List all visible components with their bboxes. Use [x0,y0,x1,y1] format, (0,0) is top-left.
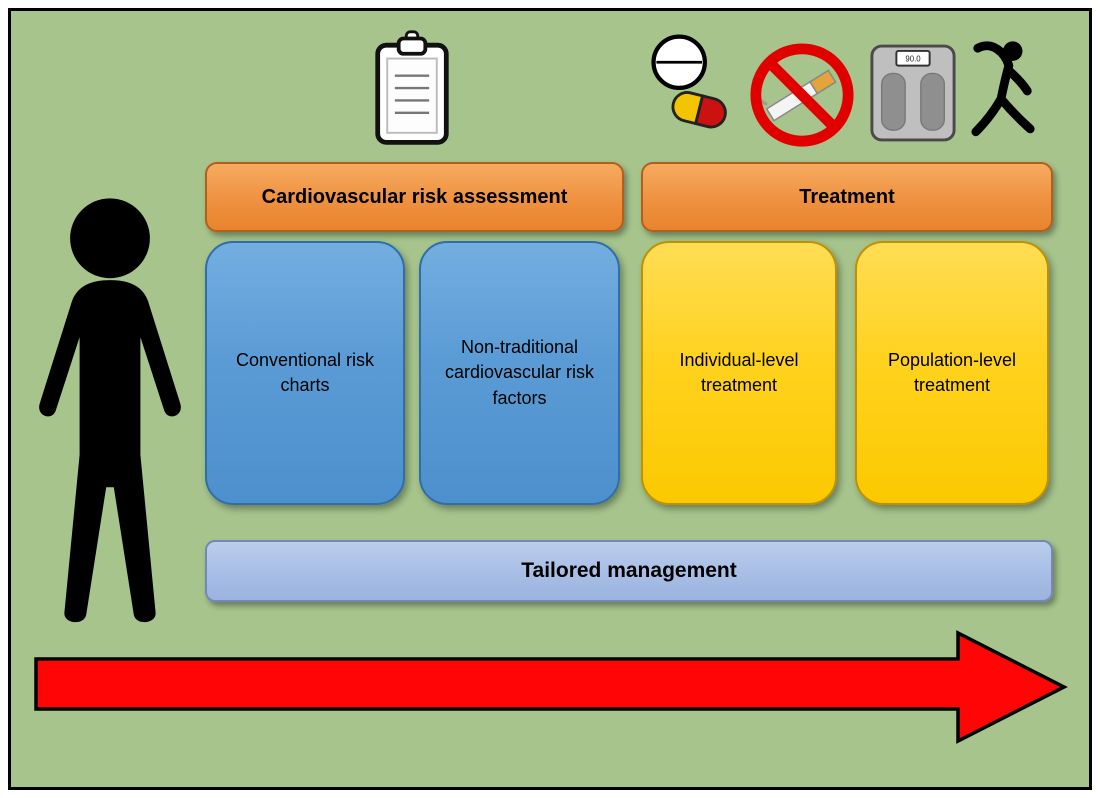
header-cardiovascular-risk-assessment: Cardiovascular risk assessment [205,162,624,232]
box-label: Individual-level treatment [679,349,799,395]
box-label: Non-traditional cardiovascular risk fact… [444,337,595,408]
box-individual-level-treatment: Individual-level treatment [641,241,837,505]
tailored-management-bar: Tailored management [205,540,1053,602]
header-treatment: Treatment [641,162,1053,232]
scale-display-value: 90.0 [905,55,921,64]
box-label: Population-level treatment [887,349,1017,395]
exercise-person-icon [968,36,1038,146]
header-treatment-label: Treatment [799,185,895,208]
box-population-level-treatment: Population-level treatment [855,241,1049,505]
box-conventional-risk-charts: Conventional risk charts [205,241,405,505]
header-assessment-label: Cardiovascular risk assessment [261,185,568,208]
person-silhouette [15,196,205,634]
box-non-traditional-risk-factors: Non-traditional cardiovascular risk fact… [419,241,620,505]
tailored-management-label: Tailored management [521,559,737,582]
weight-scale-icon: 90.0 [868,42,958,144]
medication-pills-icon [645,32,740,140]
box-label: Conventional risk charts [235,349,375,395]
clipboard-icon [372,28,452,150]
no-smoking-icon [746,40,858,150]
timeline-arrow-icon [30,628,1070,746]
